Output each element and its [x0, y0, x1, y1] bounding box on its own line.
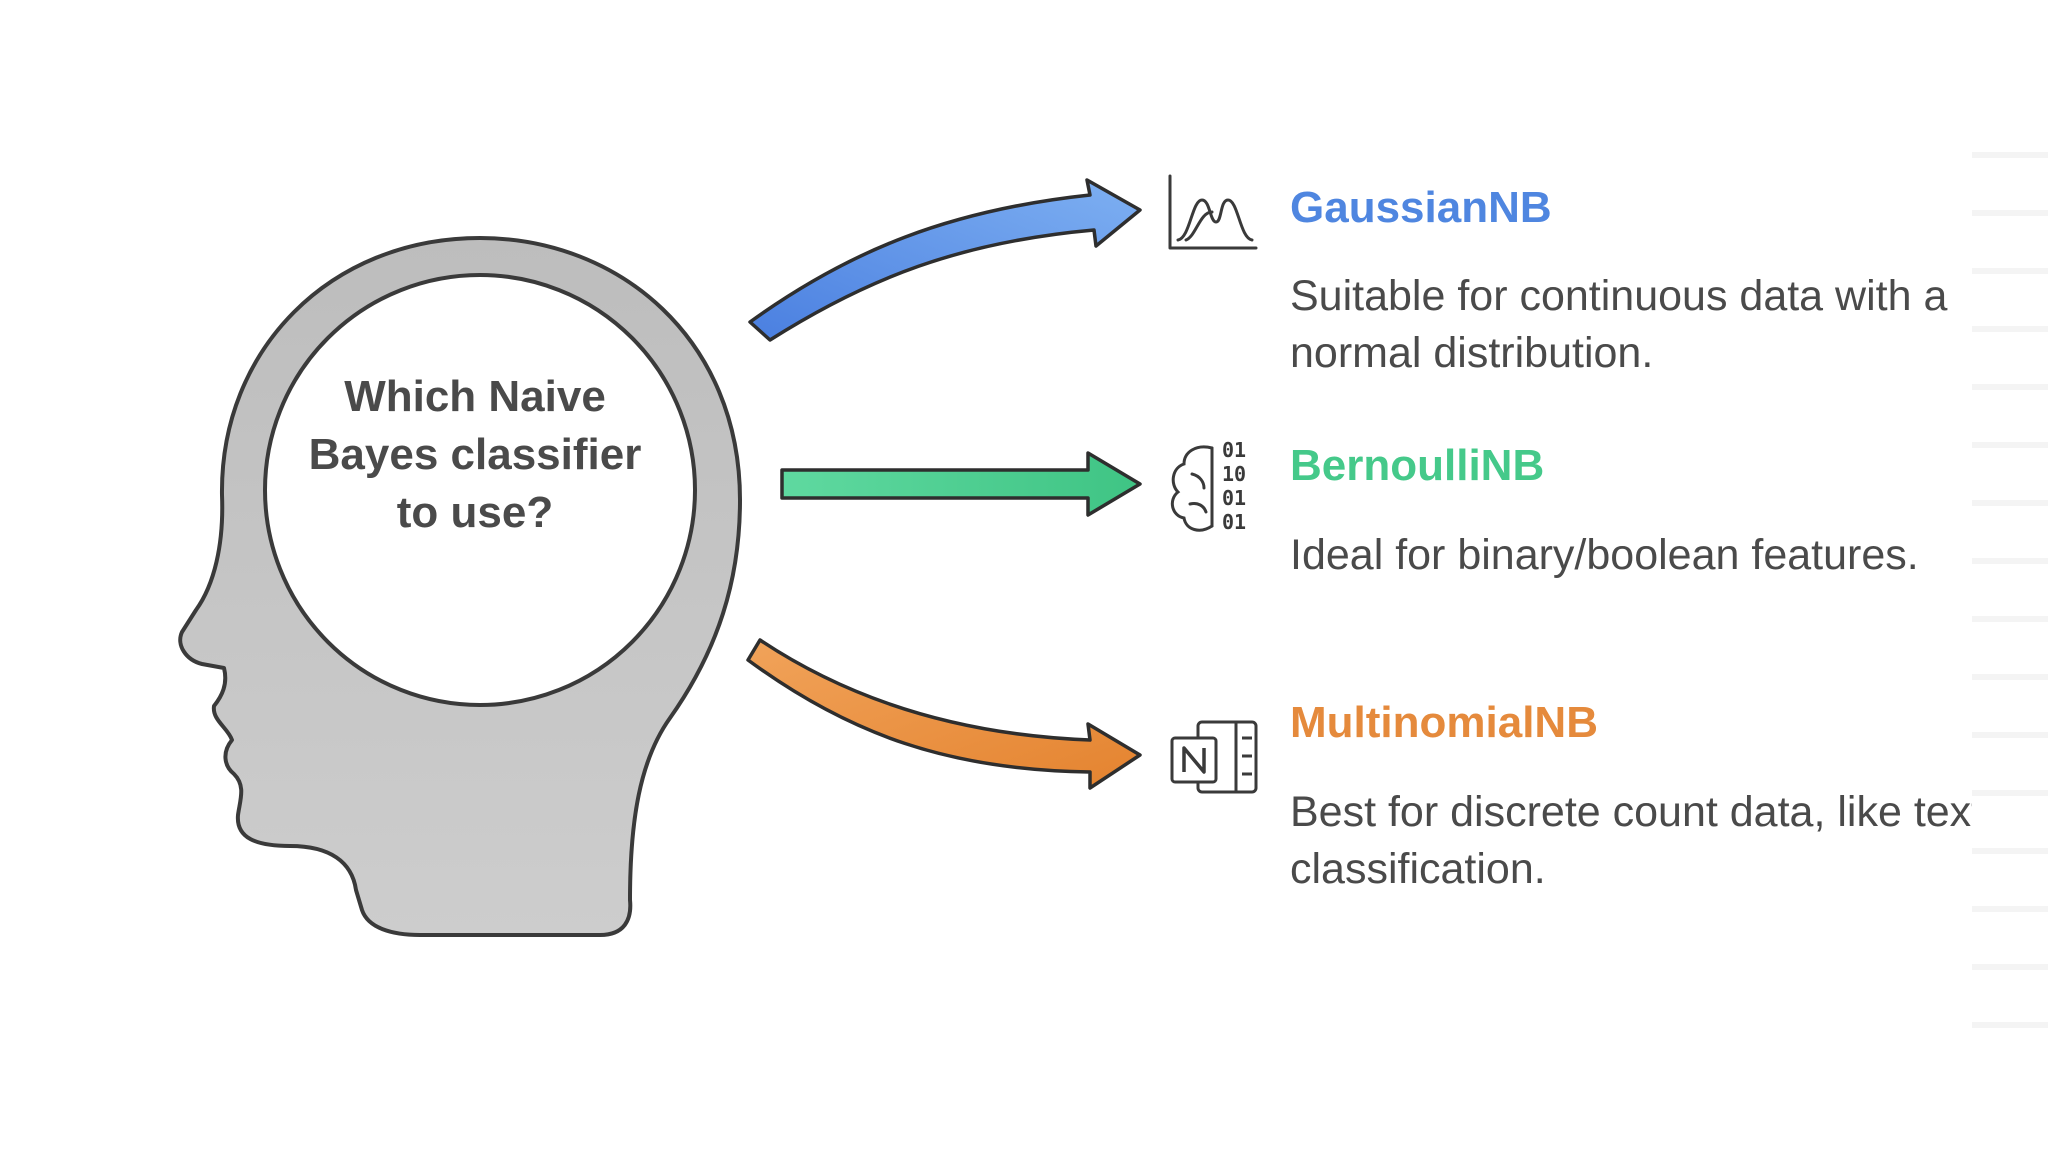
- bell-curve-icon: [1168, 174, 1258, 250]
- svg-text:10: 10: [1222, 462, 1246, 486]
- svg-text:01: 01: [1222, 486, 1246, 510]
- thought-circle: [263, 273, 697, 707]
- binary-digits: 01 10 01 01: [1222, 438, 1246, 534]
- svg-text:01: 01: [1222, 510, 1246, 534]
- brain-binary-icon: [1170, 445, 1214, 532]
- option-description-bernoulli: Ideal for binary/boolean features.: [1290, 531, 1919, 579]
- option-title-multinomial: MultinomialNB: [1290, 698, 1598, 747]
- arrow-to-bernoulli: [780, 451, 1142, 517]
- svg-text:01: 01: [1222, 438, 1246, 462]
- option-title-bernoulli: BernoulliNB: [1290, 441, 1545, 490]
- option-title-gaussian: GaussianNB: [1290, 183, 1552, 232]
- central-question: Which Naive Bayes classifier to use?: [308, 372, 642, 537]
- notebook-icon: [1170, 720, 1258, 794]
- faded-edge-strip: [1972, 100, 2048, 1040]
- arrow-to-multinomial: [746, 638, 1142, 790]
- option-description-multinomial: Best for discrete count data, like text …: [1290, 788, 1984, 893]
- option-description-gaussian: Suitable for continuous data with a norm…: [1290, 272, 1948, 377]
- arrow-to-gaussian: [748, 178, 1142, 342]
